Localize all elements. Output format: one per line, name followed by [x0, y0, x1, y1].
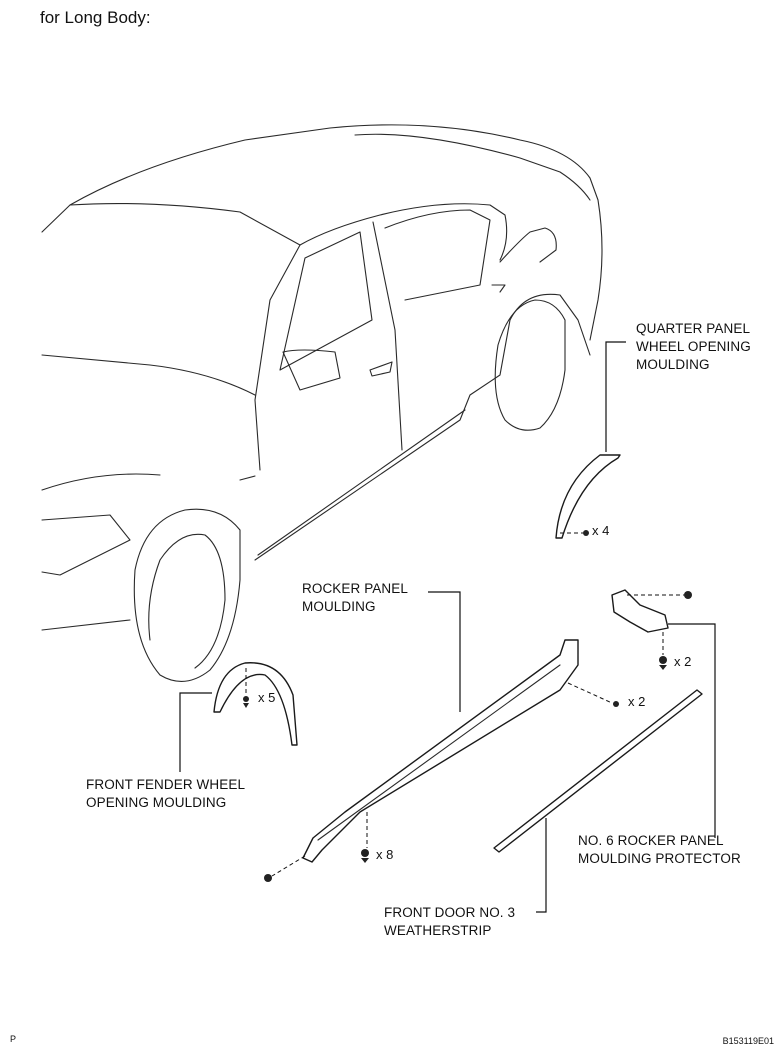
protector-label: NO. 6 ROCKER PANEL MOULDING PROTECTOR: [578, 833, 741, 866]
rocker-bolt-quantity: x 2: [628, 694, 646, 709]
rocker-clip-quantity: x 8: [376, 847, 394, 862]
front-fender-moulding: [213, 662, 298, 746]
rocker-bolt-dash: [567, 682, 613, 704]
front-fender-clip-icon: [243, 696, 249, 708]
rocker-bolt-icon: [613, 701, 619, 707]
page-marker: P: [10, 1034, 17, 1044]
door-weatherstrip: [493, 689, 703, 853]
quarter-clip-quantity: x 4: [592, 523, 610, 538]
quarter-panel-label: QUARTER PANEL WHEEL OPENING MOULDING: [636, 321, 751, 372]
rocker-screw-icon: [264, 874, 272, 882]
weatherstrip-label: FRONT DOOR NO. 3 WEATHERSTRIP: [384, 905, 516, 938]
rocker-clip-icon: [361, 849, 369, 863]
protector-leader-line: [668, 623, 716, 838]
rocker-leader-line: [428, 591, 461, 712]
quarter-panel-moulding: [555, 454, 621, 539]
car-outline: [41, 124, 603, 682]
protector-screw-icon: [684, 591, 692, 599]
weatherstrip-leader-line: [536, 818, 547, 913]
figure-id: B153119E01: [722, 1036, 774, 1046]
protector-screw-quantity: x 2: [674, 654, 692, 669]
protector-bolt-icon: [659, 656, 667, 670]
fender-clip-quantity: x 5: [258, 690, 276, 705]
rocker-screw-dash: [271, 855, 306, 877]
rocker-inner-edge: [317, 664, 561, 841]
diagram-heading: for Long Body:: [40, 8, 151, 27]
front-fender-leader-line: [179, 692, 212, 772]
quarter-clip-icon: [583, 530, 589, 536]
rocker-protector: [611, 589, 669, 633]
quarter-leader-line: [605, 341, 626, 452]
rocker-panel-label: ROCKER PANEL MOULDING: [302, 581, 408, 614]
front-fender-label: FRONT FENDER WHEEL OPENING MOULDING: [86, 777, 246, 810]
